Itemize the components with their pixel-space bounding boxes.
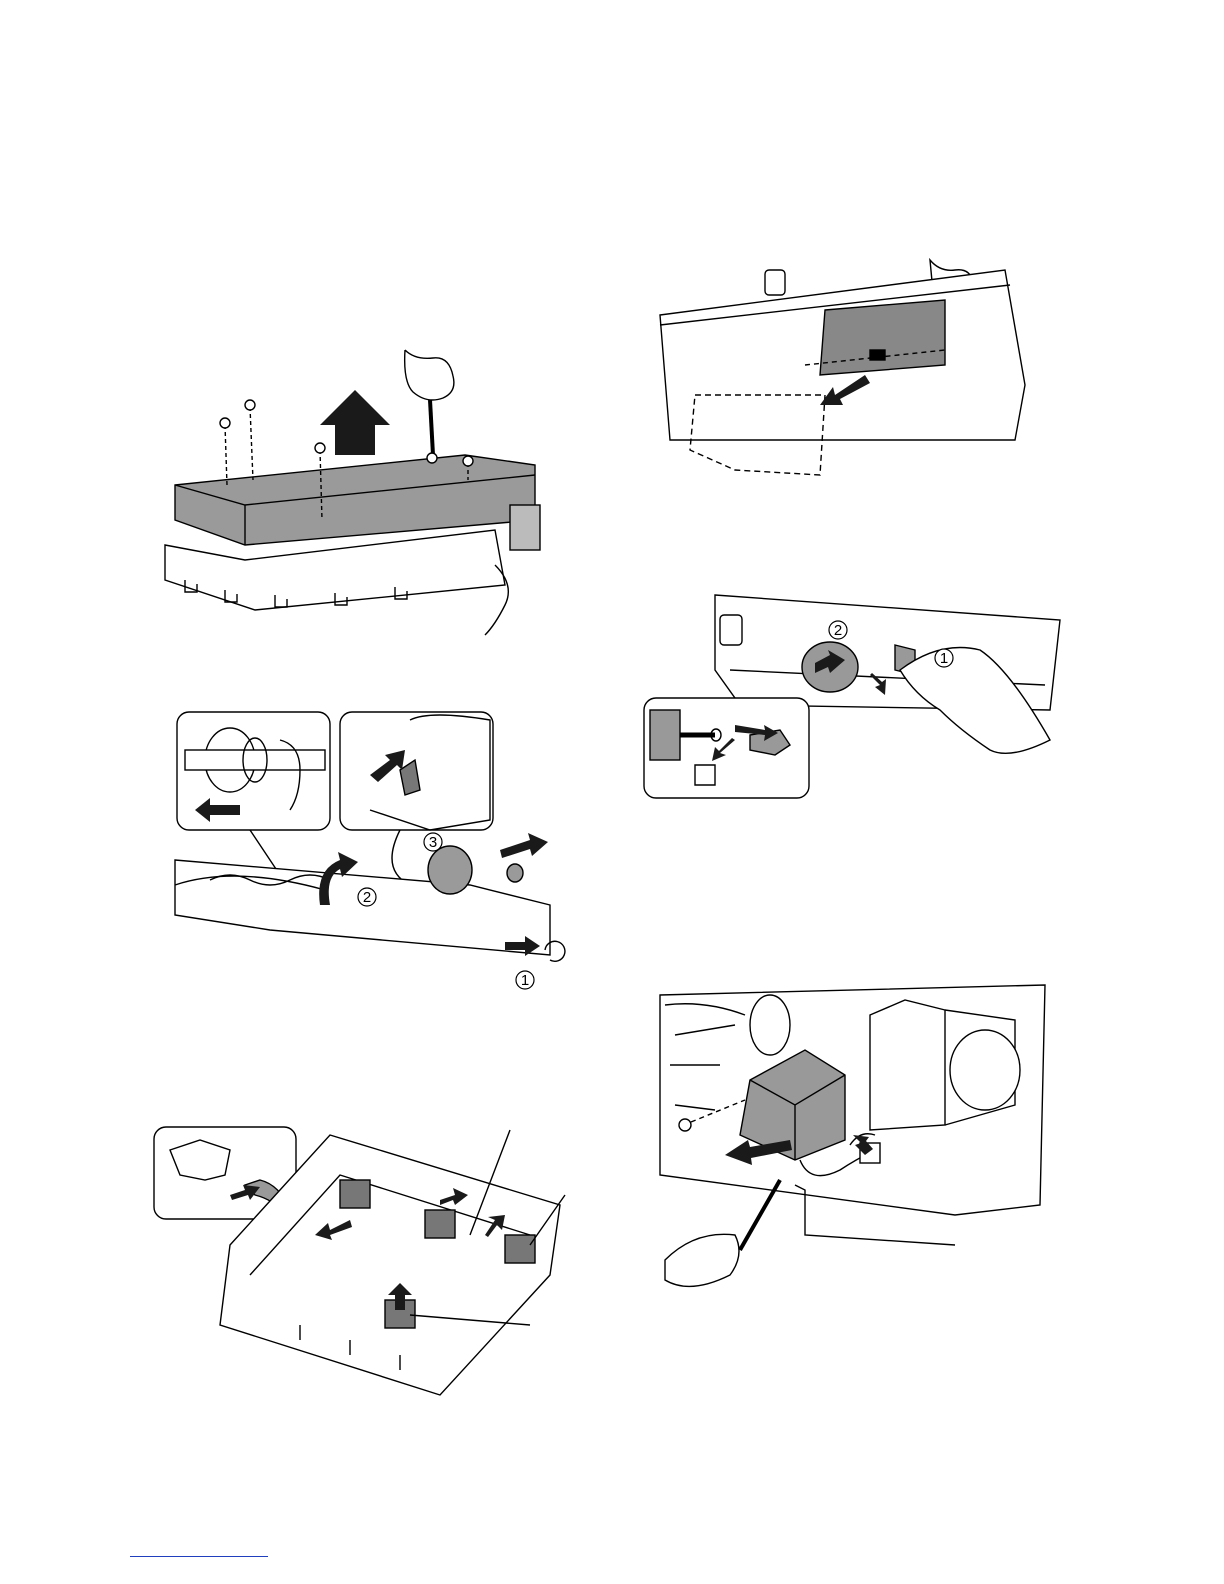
screwdriver-icon — [430, 400, 433, 455]
figure-top-cover-removal — [165, 345, 565, 630]
gear-icon — [428, 846, 472, 894]
svg-text:2: 2 — [363, 889, 371, 906]
svg-text:3: 3 — [429, 834, 437, 851]
callout-1: 1 — [516, 971, 534, 989]
up-arrow-icon — [320, 390, 390, 455]
screwdriver-icon — [740, 1180, 780, 1250]
figure-roller-shaft-removal: 1 2 3 — [170, 710, 570, 1000]
guide-unit — [820, 300, 945, 375]
pickup-roller-drawing: 1 2 — [640, 575, 1060, 805]
callout-2: 2 — [829, 621, 847, 639]
chassis — [175, 860, 550, 955]
roller-shaft-drawing: 1 2 3 — [170, 710, 570, 1000]
hand-icon — [405, 350, 454, 400]
svg-text:1: 1 — [521, 972, 529, 989]
figure-pickup-roller-removal: 1 2 — [640, 575, 1060, 805]
top-cover-drawing — [165, 345, 565, 630]
svg-text:2: 2 — [834, 622, 842, 639]
figure-paper-guide-removal — [655, 255, 1035, 485]
callout-1: 1 — [935, 649, 953, 667]
right-arrow-icon — [500, 833, 548, 858]
callout-2: 2 — [358, 888, 376, 906]
figure-sensor-removal — [150, 1125, 580, 1405]
sensor-drawing — [150, 1125, 580, 1405]
figure-motor-removal — [655, 975, 1050, 1295]
footer-link-rule — [130, 1556, 268, 1557]
callout-3: 3 — [424, 833, 442, 851]
hand-icon — [665, 1234, 739, 1286]
svg-text:1: 1 — [940, 650, 948, 667]
motor-drawing — [655, 975, 1050, 1295]
paper-guide-drawing — [655, 255, 1035, 485]
bracket — [870, 1000, 945, 1130]
